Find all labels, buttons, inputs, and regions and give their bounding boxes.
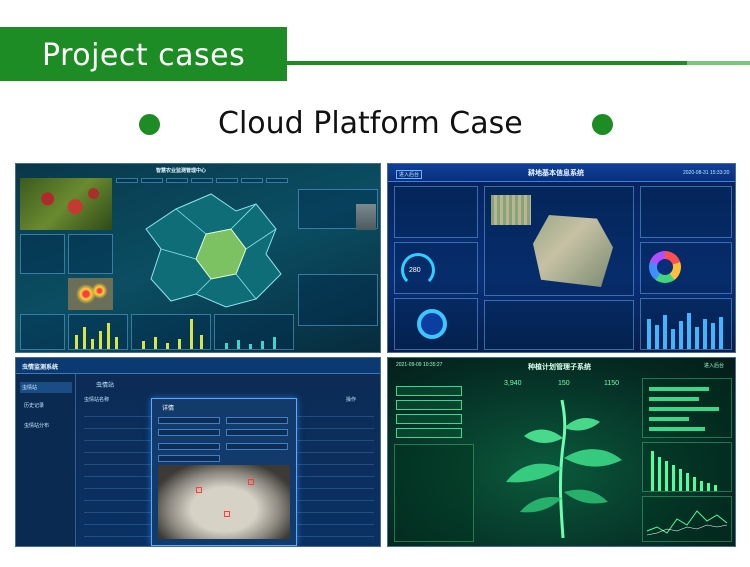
orchard-photo [20,178,112,230]
bar-chart-2 [131,314,211,350]
region-map [145,193,282,308]
line-chart [642,496,732,542]
field [226,429,288,436]
panel-title: 种植计划管理子系统 [528,364,591,371]
screenshot-planting-plan: 2021-09-09 10:35:27 种植计划管理子系统 进入后台 3,940… [387,357,736,547]
bar-chart-3 [214,314,294,350]
detail-modal: 详情 [151,398,297,546]
tab [141,178,163,183]
pest-trap-photo [158,465,290,539]
field [158,429,220,436]
tab [266,178,288,183]
table-header-name: 虫情站名称 [84,397,110,403]
section-title: Cloud Platform Case [218,106,523,141]
admin-button[interactable]: 进入后台 [396,170,423,179]
data-table [298,274,378,326]
top-bar: 虫情监测系统 [16,358,380,374]
screenshot-pest-monitoring: 虫情监测系统 虫情站 历史记录 虫情站分布 虫情站 虫情站名称 操作 详情 [15,357,381,547]
heat-map [68,278,113,310]
form-field [396,428,462,438]
tab [116,178,138,183]
field [158,443,220,450]
ring-panel [394,298,478,350]
header-divider-light [687,61,750,65]
gauge-chart [20,314,65,350]
tab [216,178,238,183]
stat-value: 1150 [604,380,620,387]
tab [241,178,263,183]
tab-station[interactable]: 虫情站 [96,383,115,389]
admin-button[interactable]: 进入后台 [704,363,725,369]
header-banner [0,27,287,81]
tab [166,178,188,183]
field [158,417,220,424]
info-list [394,186,478,238]
data-table [394,444,474,542]
screenshot-agri-dashboard: 智慧农业监测管理中心 [15,163,381,353]
sidebar-item-station[interactable]: 虫情站 [20,382,72,393]
datetime: 2021-09-09 10:35:27 [396,362,443,368]
field [226,443,288,450]
progress-list [642,378,732,438]
field [158,455,220,462]
donut-chart [640,242,732,294]
stat-value: 150 [558,380,570,387]
right-dot-icon [592,114,613,135]
form-field [396,386,462,396]
screenshot-farmland-system: 进入后台 耕地基本信息系统 2020-08-31 15:33:20 280 [387,163,736,353]
datetime: 2020-08-31 15:33:20 [683,170,730,176]
sidebar: 虫情站 历史记录 虫情站分布 [16,374,76,546]
tab [191,178,213,183]
panel-title: 智慧农业监测管理中心 [156,168,207,174]
left-dot-icon [139,114,160,135]
info-panel [68,234,113,274]
plant-hologram [506,399,622,538]
sidebar-item-history[interactable]: 历史记录 [24,403,45,409]
bar-chart [642,442,732,492]
gauge-panel: 280 [394,242,478,294]
bar-chart [640,298,732,350]
weather-panel [20,234,65,274]
bar-chart [68,314,128,350]
panel-title: 耕地基本信息系统 [528,170,584,177]
table-header-actions: 操作 [346,397,357,403]
page-title: Project cases [42,38,246,73]
production-table [640,186,732,238]
form-field [396,414,462,424]
modal-title: 详情 [162,406,175,412]
stat-value: 3,940 [504,380,522,387]
satellite-map [484,186,634,296]
sidebar-item-distribution[interactable]: 虫情站分布 [24,423,50,429]
form-field [396,400,462,410]
gauge-value: 280 [409,267,421,274]
header-divider [287,61,687,65]
camera-photo [356,204,376,230]
field [226,417,288,424]
data-table [484,300,634,350]
panel-title: 虫情监测系统 [22,365,59,371]
